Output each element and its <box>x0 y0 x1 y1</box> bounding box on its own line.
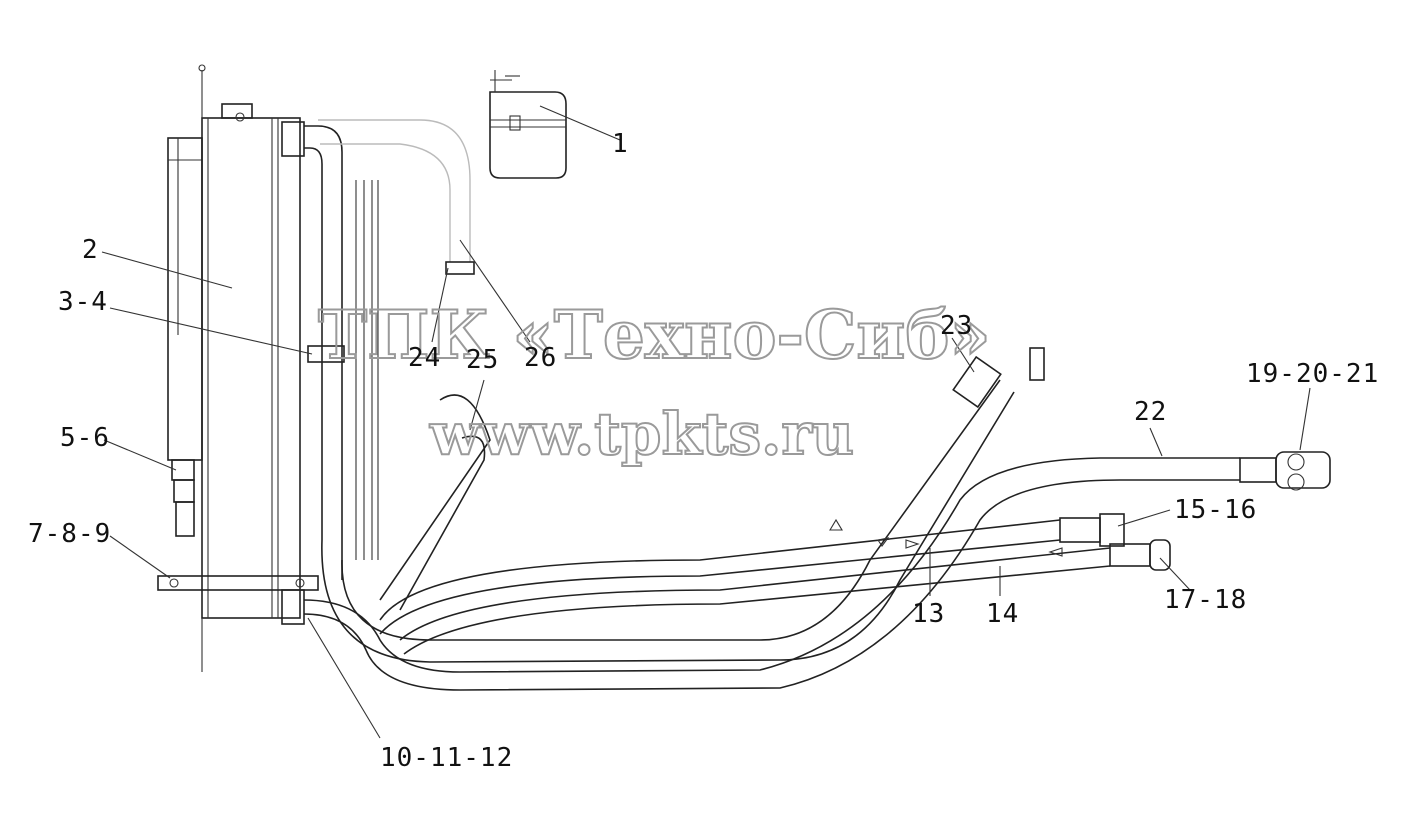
callout-22: 22 <box>1134 397 1167 427</box>
callout-26: 26 <box>524 343 557 373</box>
radiator-shroud <box>167 137 203 537</box>
callout-14: 14 <box>986 599 1019 629</box>
lower-hoses <box>379 394 1171 655</box>
callout-25: 25 <box>466 345 499 375</box>
callout-17-18: 17-18 <box>1164 585 1247 615</box>
main-hoses <box>303 347 1331 691</box>
callout-13: 13 <box>912 599 945 629</box>
radiator-core <box>198 64 305 672</box>
flow-arrows <box>829 518 1063 557</box>
callout-5-6: 5-6 <box>60 423 110 453</box>
leader-lines <box>101 105 1311 739</box>
watermark-url: www.tpkts.ru <box>429 400 854 468</box>
radiator-outlet-pipe <box>304 125 379 580</box>
callout-2: 2 <box>82 235 99 265</box>
mounting-bracket <box>157 575 319 591</box>
callout-1: 1 <box>612 129 629 159</box>
callout-3-4: 3-4 <box>58 287 108 317</box>
callout-23: 23 <box>940 311 973 341</box>
callout-24: 24 <box>408 343 441 373</box>
callout-7-8-9: 7-8-9 <box>28 519 111 549</box>
callout-15-16: 15-16 <box>1174 495 1257 525</box>
callout-19-20-21: 19-20-21 <box>1246 359 1379 389</box>
watermark-company: ТПК «Техно-Сиб» <box>318 296 991 374</box>
callout-10-11-12: 10-11-12 <box>380 743 513 773</box>
expansion-tank <box>489 70 567 179</box>
